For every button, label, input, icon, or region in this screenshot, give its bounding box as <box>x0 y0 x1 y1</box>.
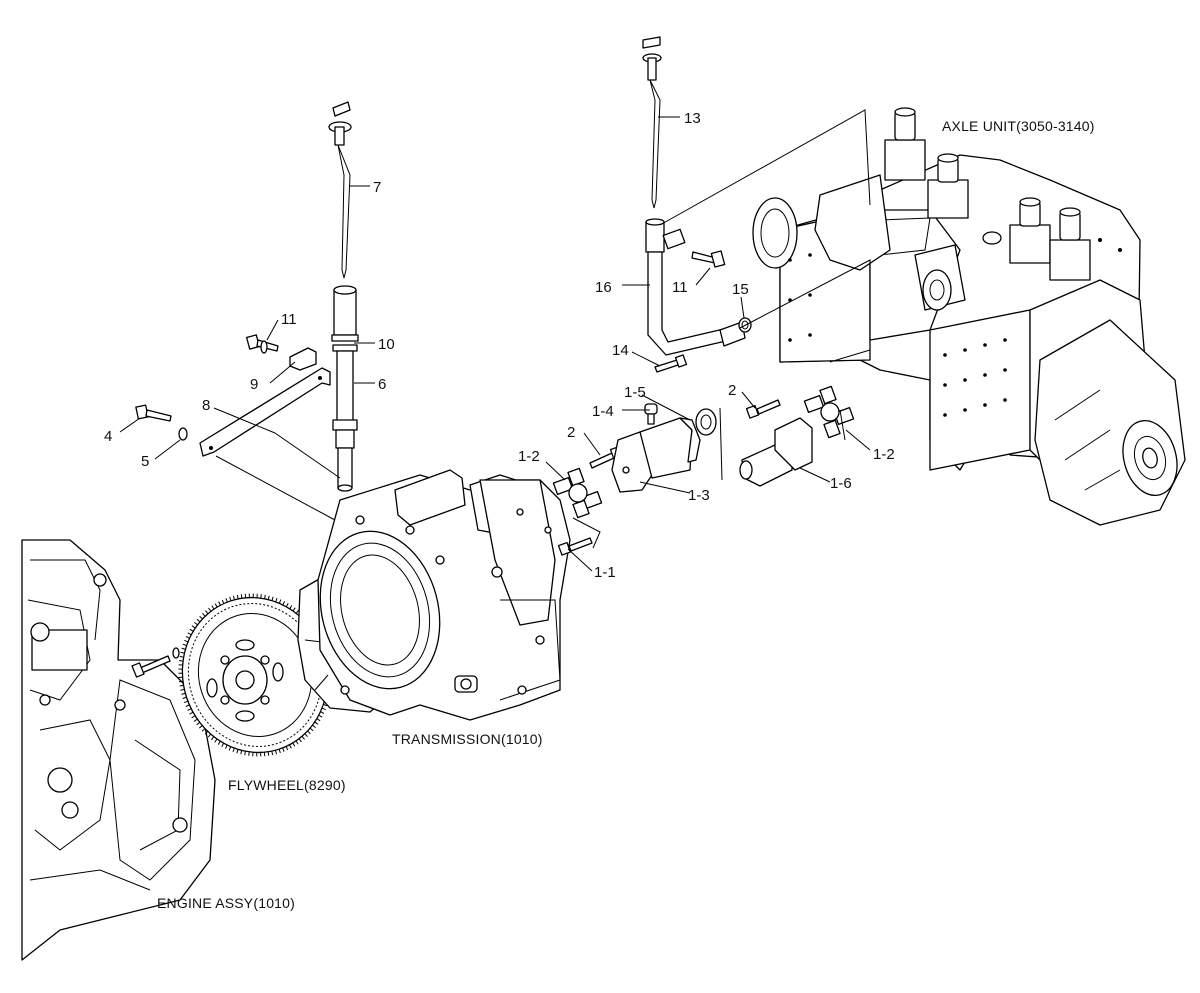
flywheel-label: FLYWHEEL(8290) <box>228 777 346 793</box>
callout-1-5: 1-5 <box>624 384 646 401</box>
bolt-11-right <box>691 250 726 268</box>
dipstick-tube-6 <box>331 285 359 492</box>
callout-2-left: 2 <box>567 424 575 441</box>
callout-7: 7 <box>373 179 381 196</box>
bolt-1-1 <box>557 537 593 556</box>
callout-2-right: 2 <box>728 382 736 399</box>
flywheel-drawing <box>181 596 329 754</box>
bolt-4 <box>135 404 172 422</box>
bolt-14 <box>654 354 688 373</box>
bracket-8 <box>199 367 331 457</box>
transmission-drawing <box>317 469 571 721</box>
callout-1-4: 1-4 <box>592 403 614 420</box>
callout-16: 16 <box>595 279 612 296</box>
callout-8: 8 <box>202 397 210 414</box>
flywheel-ring-gear <box>178 593 332 757</box>
callout-1-3: 1-3 <box>688 487 710 504</box>
engine-assy-drawing <box>21 539 216 961</box>
callout-13: 13 <box>684 110 701 127</box>
bolt-11-left <box>245 334 279 354</box>
yoke-1-3 <box>611 417 701 493</box>
dipstick-tube-16 <box>645 218 746 356</box>
callout-leaders <box>119 116 871 572</box>
bolt-2-right <box>745 399 781 419</box>
grease-nipple-1-4 <box>644 403 658 425</box>
transmission-label: TRANSMISSION(1010) <box>392 731 543 747</box>
callout-5: 5 <box>141 453 149 470</box>
callout-11-right: 11 <box>672 279 688 296</box>
callout-1-6: 1-6 <box>830 475 852 492</box>
callout-11-left: 11 <box>281 311 297 328</box>
callout-10: 10 <box>378 336 395 353</box>
washer-5 <box>178 427 188 441</box>
callout-14: 14 <box>612 342 629 359</box>
engine-assy-label: ENGINE ASSY(1010) <box>157 895 295 911</box>
callout-15: 15 <box>732 281 749 298</box>
assembly-guide-lines <box>215 109 871 549</box>
flywheel-bolt <box>131 647 180 678</box>
assembly-labels: AXLE UNIT(3050-3140) TRANSMISSION(1010) … <box>157 118 1095 911</box>
clip-9 <box>289 347 317 371</box>
callout-1-2-left: 1-2 <box>518 448 540 465</box>
seal-1-5 <box>695 408 717 436</box>
dipstick-13 <box>642 36 662 209</box>
axle-unit-label: AXLE UNIT(3050-3140) <box>942 118 1095 134</box>
callout-6: 6 <box>378 376 386 393</box>
spider-1-2-left <box>552 467 603 519</box>
dipstick-7 <box>328 101 352 279</box>
spider-1-2-right <box>803 385 855 439</box>
callout-1-1: 1-1 <box>594 564 616 581</box>
callout-4: 4 <box>104 428 112 445</box>
shaft-1-6 <box>739 417 813 487</box>
axle-unit-drawing <box>752 107 1186 526</box>
callout-labels: 7 10 6 11 9 8 4 5 13 16 11 15 14 2 2 1-5… <box>104 110 895 581</box>
callout-9: 9 <box>250 376 258 393</box>
callout-1-2-right: 1-2 <box>873 446 895 463</box>
